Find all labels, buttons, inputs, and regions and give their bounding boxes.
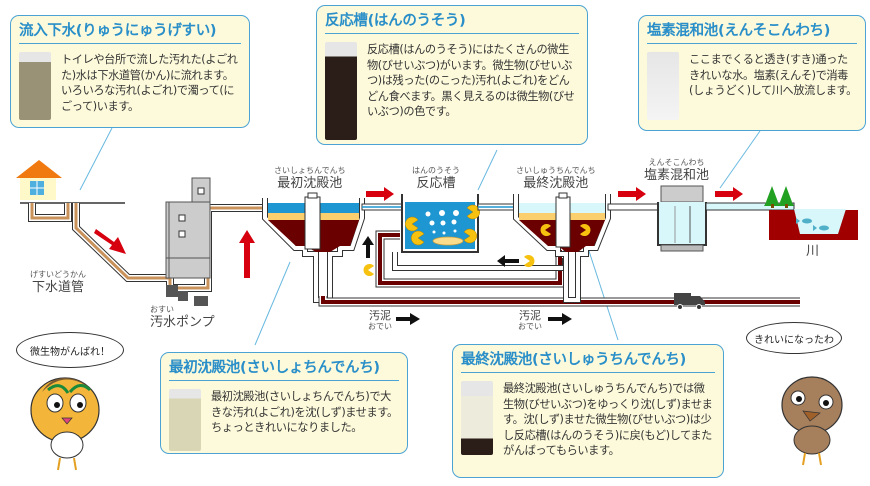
arrow-left-icon bbox=[497, 255, 519, 267]
microbe-icon bbox=[540, 223, 551, 237]
label-pump: おすい 汚水ポンプ bbox=[150, 305, 215, 330]
microbe-icon bbox=[363, 264, 374, 277]
mascot-left bbox=[30, 377, 100, 471]
sample-jar-icon bbox=[19, 52, 51, 120]
speech-bubble-right: きれいになったわ bbox=[746, 322, 842, 354]
info-box-final: 最終沈殿池(さいしゅうちんでんち) 最終沈殿池(さいしゅうちんでんち)では微生物… bbox=[452, 344, 724, 478]
leader-line-final bbox=[587, 247, 619, 341]
speech-bubble-left: 微生物がんばれ！ bbox=[16, 332, 124, 368]
return-arrows bbox=[362, 236, 535, 277]
info-box-title: 最終沈殿池(さいしゅうちんでんち) bbox=[461, 351, 715, 373]
label-primary-tank: さいしょちんでんち 最初沈殿池 bbox=[274, 166, 346, 191]
mascot-right bbox=[781, 376, 843, 466]
info-box-title: 流入下水(りゅうにゅうげすい) bbox=[19, 22, 241, 44]
arrow-right-icon bbox=[715, 187, 743, 201]
chlorine-tank bbox=[657, 185, 707, 252]
leader-line-inflow bbox=[79, 127, 113, 191]
info-box-primary: 最初沈殿池(さいしょちんでんち) 最初沈殿池(さいしょちんでんち)で大きな汚れ(… bbox=[160, 352, 408, 454]
label-final-tank: さいしゅうちんでんち 最終沈殿池 bbox=[516, 166, 596, 191]
arrow-down-right-icon bbox=[94, 229, 126, 254]
arrow-right-icon bbox=[396, 313, 420, 325]
primary-settling-tank bbox=[262, 192, 365, 303]
house-icon bbox=[16, 160, 62, 200]
info-box-text: 反応槽(はんのうそう)にはたくさんの微生物(びせいぶつ)がいます。微生物(びせい… bbox=[367, 43, 575, 118]
sample-jar-icon bbox=[325, 42, 357, 140]
pipe-to-river bbox=[705, 202, 795, 211]
info-box-text: トイレや台所で流した汚れた(よごれた)水は下水道管(かん)に流れます。いろいろな… bbox=[61, 53, 238, 113]
arrow-up-icon bbox=[362, 236, 374, 258]
fish-icon bbox=[802, 218, 812, 224]
flow-arrows bbox=[94, 187, 743, 278]
sample-jar-icon bbox=[647, 52, 679, 120]
fish-icon bbox=[819, 225, 829, 231]
sample-jar-icon bbox=[461, 381, 493, 455]
tree-icons bbox=[764, 186, 794, 208]
pump-building bbox=[165, 177, 211, 306]
arrow-right-icon bbox=[366, 187, 394, 201]
leader-line-primary bbox=[254, 261, 291, 346]
info-box-text: ここまでくると透き(すき)通ったきれいな水。塩素(えんそ)で消毒(しょうどく)し… bbox=[689, 53, 857, 97]
microbe-icon bbox=[524, 255, 535, 267]
final-settling-tank bbox=[513, 192, 611, 303]
label-sludge-2: 汚泥 おでい bbox=[518, 309, 542, 332]
arrow-right-icon bbox=[548, 313, 572, 325]
sludge-arrows bbox=[396, 313, 572, 325]
info-box-title: 反応槽(はんのうそう) bbox=[325, 12, 579, 34]
reaction-tank bbox=[401, 194, 480, 253]
leader-line-chlorine bbox=[719, 130, 761, 189]
label-river: 川 bbox=[806, 244, 820, 259]
leader-lines bbox=[79, 127, 761, 346]
label-sewer-pipe: げすいどうかん 下水道管 bbox=[30, 270, 86, 295]
arrow-right-icon bbox=[618, 187, 646, 201]
info-box-chlorine: 塩素混和池(えんそこんわち) ここまでくると透き(すき)通ったきれいな水。塩素(… bbox=[638, 15, 866, 131]
label-reaction-tank: はんのうそう 反応槽 bbox=[412, 166, 460, 191]
pipe-reaction-final bbox=[477, 203, 515, 211]
info-box-inflow: 流入下水(りゅうにゅうげすい) トイレや台所で流した汚れた(よごれた)水は下水道… bbox=[10, 15, 250, 128]
river bbox=[769, 209, 858, 240]
arrow-up-icon bbox=[239, 230, 255, 278]
info-box-text: 最終沈殿池(さいしゅうちんでんち)では微生物(びせいぶつ)をゆっくり沈(しず)ま… bbox=[503, 382, 713, 457]
info-box-title: 最初沈殿池(さいしょちんでんち) bbox=[169, 359, 399, 381]
microbe-icon bbox=[580, 223, 591, 237]
info-box-text: 最初沈殿池(さいしょちんでんち)で大きな汚れ(よごれ)を沈(しず)ませます。ちょ… bbox=[211, 390, 398, 434]
label-chlorine-tank: えんそこんわち 塩素混和池 bbox=[644, 158, 710, 183]
label-sludge-1: 汚泥 おでい bbox=[368, 309, 392, 332]
truck-icon bbox=[674, 293, 705, 310]
info-box-reaction: 反応槽(はんのうそう) 反応槽(はんのうそう)にはたくさんの微生物(びせいぶつ)… bbox=[316, 5, 588, 145]
info-box-title: 塩素混和池(えんそこんわち) bbox=[647, 22, 857, 44]
microbe-icons bbox=[405, 204, 480, 246]
leader-line-reaction bbox=[477, 149, 498, 191]
pipe-primary-reaction bbox=[361, 203, 405, 211]
pipe-final-chlorine bbox=[607, 203, 665, 211]
sample-jar-icon bbox=[169, 389, 201, 451]
